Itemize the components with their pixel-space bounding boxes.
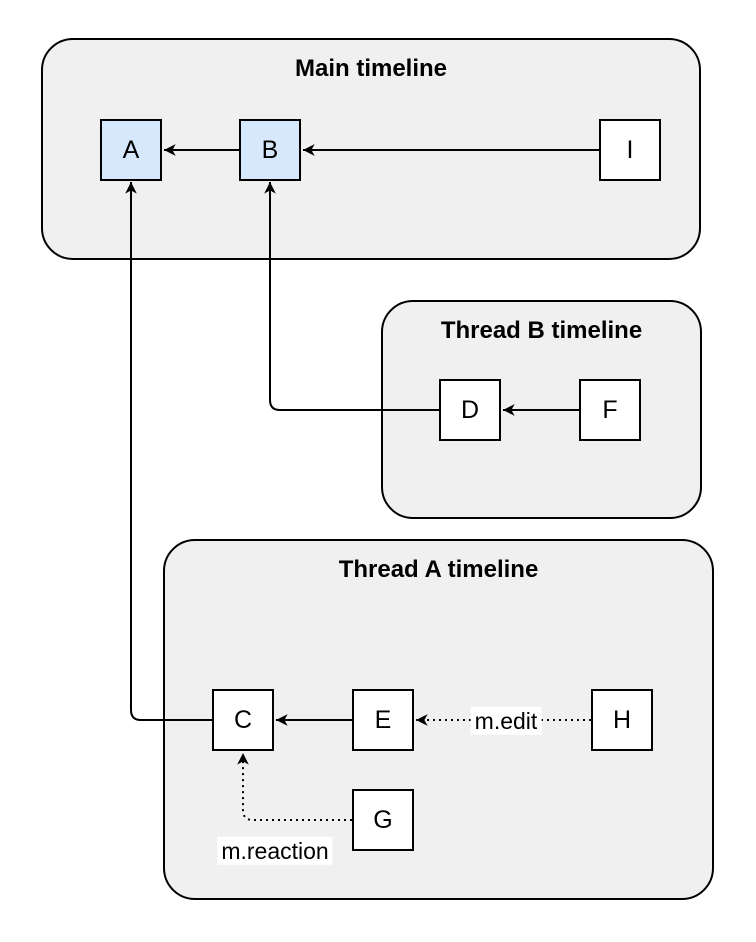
node-f-label: F	[602, 395, 618, 424]
node-c: C	[212, 689, 274, 751]
node-i: I	[599, 119, 661, 181]
node-a-label: A	[122, 135, 140, 164]
node-e-label: E	[374, 705, 392, 734]
node-a: A	[100, 119, 162, 181]
node-h: H	[591, 689, 653, 751]
thread-a-timeline-title: Thread A timeline	[338, 556, 539, 583]
node-d-label: D	[460, 395, 480, 424]
main-timeline-title: Main timeline	[294, 55, 448, 82]
node-e: E	[352, 689, 414, 751]
node-f: F	[579, 379, 641, 441]
node-h-label: H	[612, 705, 632, 734]
node-d: D	[439, 379, 501, 441]
node-b-label: B	[261, 135, 279, 164]
node-b: B	[239, 119, 301, 181]
thread-b-timeline-title: Thread B timeline	[440, 317, 643, 344]
node-i-label: I	[626, 135, 634, 164]
node-g: G	[352, 789, 414, 851]
edge-label-m-edit: m.edit	[470, 706, 542, 736]
node-g-label: G	[373, 805, 393, 834]
node-c-label: C	[233, 705, 253, 734]
container-thread-b-timeline: Thread B timeline	[381, 300, 702, 519]
edge-label-m-reaction: m.reaction	[217, 836, 333, 866]
